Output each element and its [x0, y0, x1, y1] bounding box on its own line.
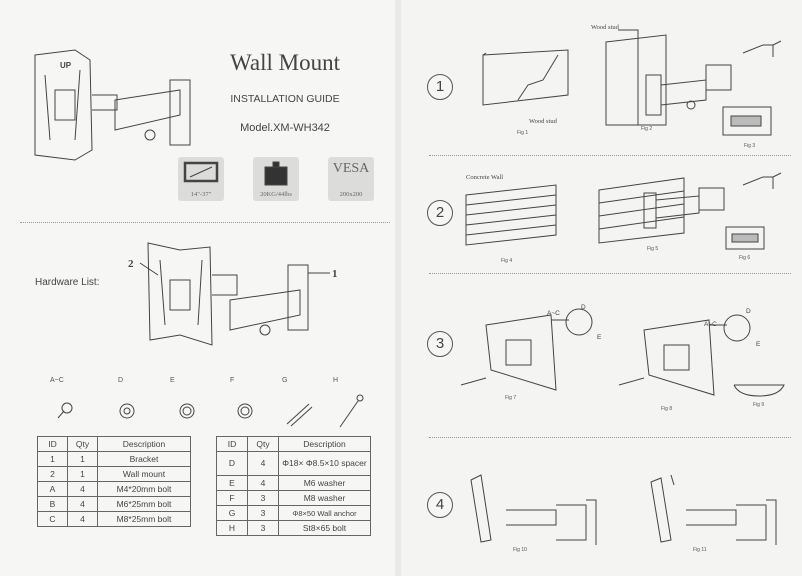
fig-11-caption: Fig 11 [693, 547, 707, 553]
fig-6-caption: Fig 6 [739, 255, 751, 261]
part-label-e: E [170, 377, 175, 384]
bolt-icon [57, 402, 73, 419]
concrete-wall-label: Concrete Wall [466, 174, 504, 181]
part-label-f: F [230, 377, 235, 384]
weight-badge: 20KG/44lbs [253, 157, 299, 201]
wall-mount-illustration: UP [34, 49, 191, 161]
left-page: UP Wall Mount INSTALLATION GUIDE Model.X… [0, 0, 395, 576]
fig-4-caption: Fig 4 [501, 258, 513, 264]
fig-9-caption: Fig 9 [753, 402, 765, 408]
part-label-a-c: A~C [50, 377, 64, 384]
fig8-tv-back-illustration [618, 314, 751, 396]
fig5-mount-on-brick-illustration [598, 177, 725, 244]
mount-logo: UP [60, 61, 72, 70]
screen-size-badge: 14"-37" [178, 157, 224, 201]
right-page: 1 Wood stud Fig 1 Wood stud Fig 2 Fig 3 … [401, 0, 802, 576]
fig7-tv-back-illustration [460, 308, 593, 391]
fig-8-caption: Fig 8 [661, 406, 673, 412]
divider [20, 222, 390, 223]
callout-2: 2 [128, 258, 134, 270]
vesa-badge: VESA 200x200 [328, 157, 374, 201]
fig1-wall-illustration [482, 49, 569, 106]
fig4-brick-wall-illustration [465, 184, 557, 246]
wall-anchor-icon [286, 403, 313, 427]
step-3-marker: 3 [427, 331, 453, 357]
drill-icon [742, 40, 782, 57]
fig-5-caption: Fig 5 [647, 246, 659, 252]
step-2-marker: 2 [427, 200, 453, 226]
step-1-marker: 1 [427, 74, 453, 100]
fig-2-caption: Fig 2 [641, 126, 653, 132]
e-label: E [597, 334, 602, 341]
wood-stud-label: Wood stud [529, 118, 557, 125]
screen-size-icon [183, 161, 219, 183]
fig10-attach-tv-illustration [470, 474, 597, 545]
fig-10-caption: Fig 10 [513, 547, 527, 553]
hardware-list-heading: Hardware List: [35, 277, 100, 288]
fig9-level-illustration [733, 384, 785, 397]
callout-1: 1 [332, 268, 338, 280]
fig6-drill-depth-illustration [725, 226, 765, 250]
fig-3-caption: Fig 3 [744, 143, 756, 149]
e-label: E [756, 341, 761, 348]
subtitle: INSTALLATION GUIDE [230, 93, 340, 105]
part-label-h: H [333, 377, 339, 384]
fig11-attach-tv-illustration [650, 474, 777, 545]
fig3-drill-depth-illustration [722, 106, 772, 136]
d-label: D [746, 308, 751, 315]
fig-7-caption: Fig 7 [505, 395, 517, 401]
wood-stud-label: Wood stud [591, 24, 619, 31]
divider [429, 437, 791, 438]
fig2-mount-on-stud-illustration [605, 29, 732, 126]
bracket-assembly-illustration [139, 242, 330, 346]
a-c-label: A~C [704, 321, 717, 328]
lag-bolt-icon [339, 394, 364, 428]
page-title: Wall Mount [230, 50, 340, 75]
weight-icon [264, 161, 288, 186]
divider [429, 273, 791, 274]
m8-washer-icon [237, 403, 253, 419]
fig-1-caption: Fig 1 [517, 130, 529, 136]
part-label-g: G [282, 377, 288, 384]
d-label: D [581, 304, 586, 311]
drill-icon [742, 172, 782, 189]
a-c-label: A~C [547, 310, 560, 317]
vesa-icon: VESA [332, 161, 370, 176]
part-label-d: D [118, 377, 124, 384]
divider [429, 155, 791, 156]
m6-washer-icon [179, 403, 195, 419]
spacer-icon [119, 403, 135, 419]
model-number: Model.XM-WH342 [240, 122, 330, 134]
step-4-marker: 4 [427, 492, 453, 518]
